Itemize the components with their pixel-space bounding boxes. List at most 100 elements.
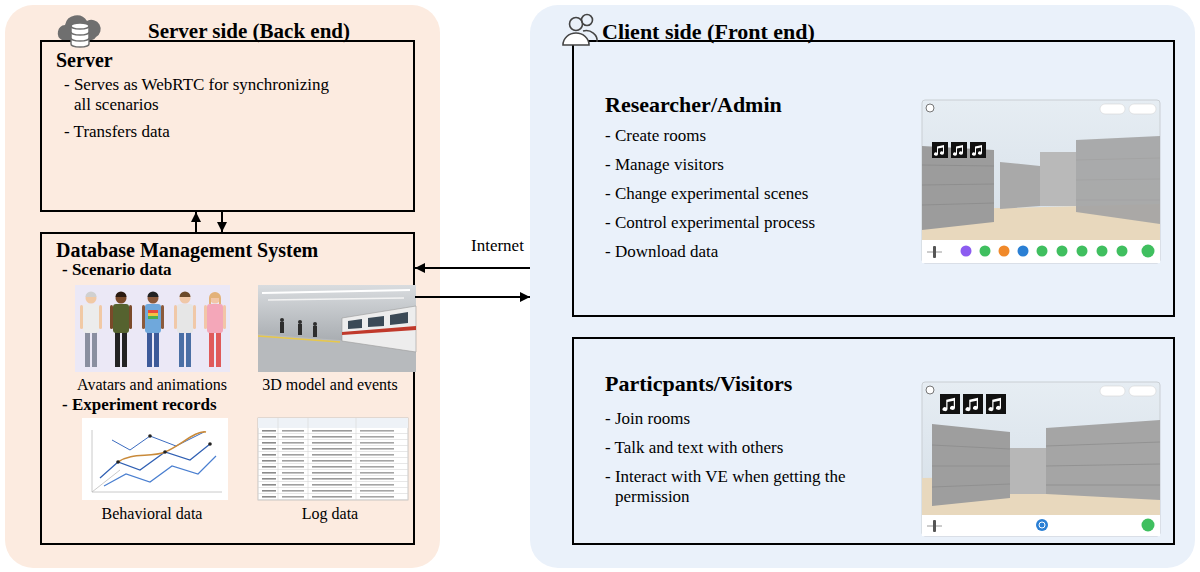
bullet-item: - Join rooms	[605, 409, 690, 429]
app-screenshot	[1040, 152, 1076, 206]
app-screenshot	[1046, 420, 1160, 500]
bullet-item: - Talk and text with others	[605, 438, 783, 458]
arrow-connector	[221, 212, 223, 232]
image-caption: Log data	[247, 504, 413, 523]
app-screenshot	[961, 246, 972, 257]
app-screenshot	[933, 246, 936, 258]
app-screenshot	[922, 146, 994, 230]
station-model-picture	[268, 298, 404, 300]
bullet-item: - Interact with VE when getting the perm…	[605, 467, 910, 508]
app-screenshot	[926, 386, 934, 394]
box-title: Server	[56, 48, 113, 72]
arrow-connector	[415, 267, 530, 269]
avatars-picture	[142, 305, 145, 329]
text-slot: - Control experimental process	[605, 213, 815, 233]
avatars-picture	[148, 292, 159, 298]
app-screenshot	[1010, 448, 1046, 494]
text-slot: - Change experimental scenes	[605, 184, 808, 204]
station-model-picture	[298, 320, 302, 324]
section-heading: - Scenario data	[62, 260, 172, 280]
app-screenshot	[927, 526, 942, 527]
app-screenshot	[1142, 245, 1155, 258]
avatars-picture	[216, 332, 221, 367]
avatars-picture	[179, 332, 184, 367]
station-model-picture	[390, 312, 408, 325]
app-screenshot	[1046, 464, 1160, 466]
app-screenshot	[933, 520, 936, 532]
box-title: Database Management System	[56, 238, 318, 262]
app-screenshot	[932, 466, 1010, 467]
arrow-connector	[415, 296, 530, 298]
app-screenshot	[999, 246, 1010, 257]
text-slot: - Download data	[605, 242, 718, 262]
bullet-item: - Change experimental scenes	[605, 184, 808, 204]
behavior-plot-picture	[118, 432, 206, 462]
behavior-plot-picture	[82, 418, 228, 500]
text-slot: - Serves as WebRTC for synchronizing all…	[64, 75, 350, 116]
station-model-picture	[342, 326, 416, 335]
box-title: Researcher/Admin	[605, 92, 782, 118]
avatars-picture	[204, 305, 207, 329]
behavior-plot-picture	[112, 432, 204, 450]
app-screenshot	[922, 240, 1160, 263]
app-screenshot	[922, 203, 994, 205]
arrow-connector	[195, 212, 197, 232]
station-model-picture	[258, 336, 340, 342]
avatars-picture	[148, 313, 158, 316]
behavior-plot-picture	[163, 450, 167, 454]
avatars-picture	[142, 292, 164, 368]
avatars-picture	[113, 304, 129, 333]
text-slot: - Experiment records	[62, 395, 217, 415]
database-cloud-icon	[71, 26, 89, 41]
avatars-picture	[115, 332, 120, 367]
station-model-picture	[368, 316, 384, 327]
app-screenshot	[932, 445, 1010, 449]
database-box: Database Management System- Scenario dat…	[40, 232, 415, 545]
users-icon	[582, 15, 593, 26]
avatars-picture	[75, 285, 230, 372]
text-slot: - Join rooms	[605, 409, 690, 429]
avatars-picture	[154, 332, 159, 367]
text-slot: Particpants/Visitors	[605, 371, 792, 397]
role-box: Researcher/Admin- Create rooms- Manage v…	[572, 40, 1175, 317]
app-screenshot	[1000, 162, 1040, 209]
station-model-picture	[280, 318, 284, 322]
connector-label: Internet	[469, 236, 526, 256]
app-screenshot	[932, 424, 1010, 506]
image-caption: Behavioral data	[47, 504, 257, 523]
text-slot: Behavioral data	[47, 504, 257, 523]
app-screenshot	[1039, 522, 1045, 528]
log-table-picture	[258, 428, 408, 500]
avatars-picture	[177, 304, 193, 333]
side-panel: Server side (Back end)Server- Serves as …	[5, 5, 440, 568]
app-screenshot	[927, 252, 942, 253]
database-cloud-icon	[58, 15, 101, 40]
app-screenshot	[1076, 200, 1160, 201]
avatars-picture	[116, 292, 127, 298]
avatars-picture	[75, 285, 230, 372]
text-slot: Server	[56, 48, 113, 72]
avatars-picture	[85, 332, 90, 367]
behavior-plot-picture	[104, 456, 216, 486]
station-model-picture	[262, 290, 410, 293]
behavior-plot-picture	[92, 492, 222, 493]
bullet-item: - Transfers data	[64, 122, 394, 142]
avatars-picture	[148, 310, 158, 313]
app-screenshot	[932, 442, 1160, 487]
app-screenshot	[970, 142, 986, 158]
station-model-picture	[348, 319, 362, 329]
avatars-picture	[148, 293, 159, 304]
behavior-plot-picture	[92, 470, 120, 492]
section-heading: - Experiment records	[62, 395, 217, 415]
app-screenshot	[922, 100, 1160, 263]
station-model-picture	[280, 318, 317, 337]
log-table-picture	[356, 418, 357, 500]
app-screenshot	[963, 394, 983, 414]
text-slot: Avatars and animations	[47, 375, 257, 394]
users-icon	[583, 31, 597, 42]
station-model-picture	[342, 306, 416, 352]
log-table-picture	[308, 418, 309, 500]
avatars-picture	[180, 293, 191, 304]
station-model-picture	[258, 285, 416, 372]
app-screenshot	[932, 142, 948, 158]
